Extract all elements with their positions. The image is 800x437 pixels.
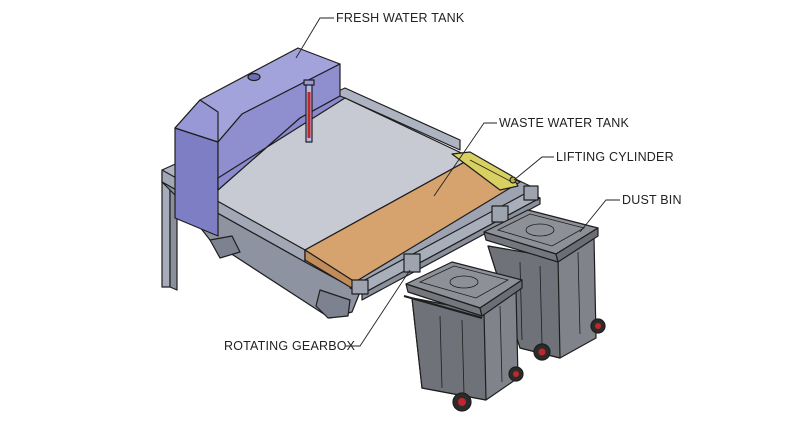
fresh-water-tank	[174, 47, 346, 237]
label-fresh-water-tank: FRESH WATER TANK	[336, 11, 465, 25]
waste-water-tank	[304, 157, 521, 291]
leader-waste-water-tank	[433, 122, 497, 197]
rotating-gearbox	[349, 185, 541, 301]
leader-fresh-water-tank	[295, 17, 334, 59]
lifting-cylinder	[451, 151, 519, 191]
label-waste-water-tank: WASTE WATER TANK	[499, 116, 630, 130]
leader-rotating-gearbox	[346, 269, 411, 347]
label-lifting-cylinder: LIFTING CYLINDER	[556, 150, 674, 164]
label-dust-bin: DUST BIN	[622, 193, 682, 207]
leader-lines	[295, 17, 620, 347]
leader-dust-bin	[579, 199, 620, 233]
label-rotating-gearbox: ROTATING GEARBOX	[224, 339, 356, 353]
leader-lifting-cylinder	[513, 156, 554, 181]
dust-bin-front	[403, 261, 524, 412]
